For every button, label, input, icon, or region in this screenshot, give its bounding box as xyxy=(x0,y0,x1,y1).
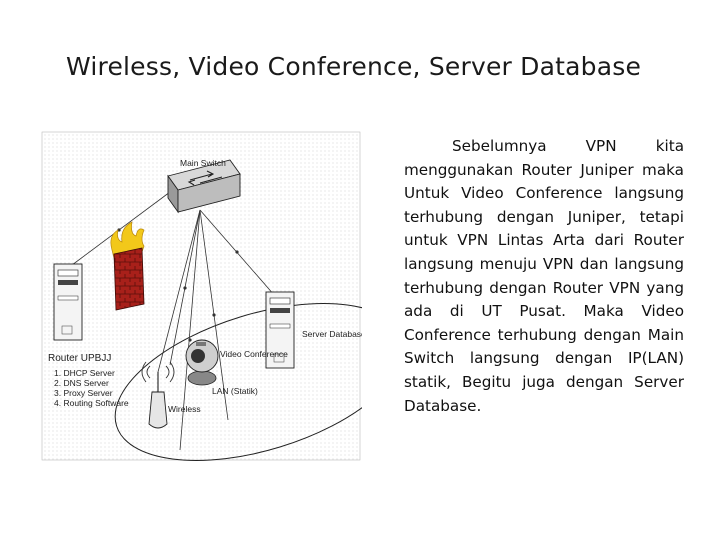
database-server-icon xyxy=(265,291,295,369)
video-camera-icon xyxy=(185,339,219,386)
video-conference-label: Video Conference xyxy=(220,349,288,359)
lan-label: LAN (Statik) xyxy=(212,386,258,396)
server-database-label: Server Database xyxy=(302,329,362,339)
router-server-icon xyxy=(53,263,83,341)
router-service-2: 2. DNS Server xyxy=(54,378,109,388)
slide-title: Wireless, Video Conference, Server Datab… xyxy=(66,52,642,81)
router-service-3: 3. Proxy Server xyxy=(54,388,113,398)
lan-ellipse xyxy=(114,303,362,461)
network-diagram: Main Switch Router UPBJJ 1. DHCP Server … xyxy=(41,131,362,461)
wireless-label: Wireless xyxy=(168,404,201,414)
slide-body-text: Sebelumnya VPN kita menggunakan Router J… xyxy=(404,137,684,415)
main-switch-label: Main Switch xyxy=(180,158,226,168)
wireless-ap-icon xyxy=(141,361,175,429)
main-switch-icon xyxy=(167,159,241,214)
router-title: Router UPBJJ xyxy=(48,353,111,364)
firewall-icon xyxy=(110,221,145,311)
router-service-1: 1. DHCP Server xyxy=(54,368,115,378)
router-service-4: 4. Routing Software xyxy=(54,398,129,408)
